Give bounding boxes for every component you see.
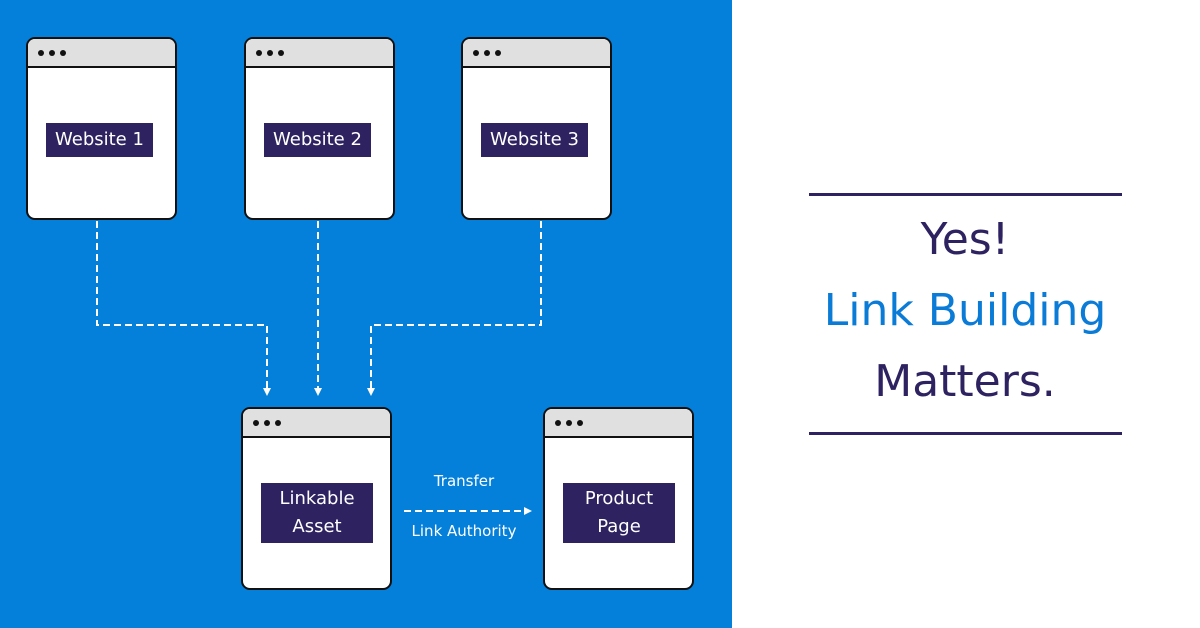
headline-line-2: Link Building <box>823 285 1107 336</box>
window-dot-icon <box>473 49 479 56</box>
headline-bottom-rule <box>809 432 1122 435</box>
window-titlebar <box>246 39 393 68</box>
window-dot-icon <box>484 49 490 56</box>
transfer-label: Transfer <box>433 472 495 490</box>
window-dot-icon <box>253 419 259 426</box>
website-3-label: Website 3 <box>481 123 588 157</box>
website-3-window: Website 3 <box>461 37 612 220</box>
linkable-asset-window: Linkable Asset <box>241 407 392 590</box>
linkable-asset-label: Linkable Asset <box>261 483 373 543</box>
headline-line-3: Matters. <box>874 356 1056 407</box>
link-authority-label: Link Authority <box>411 522 517 540</box>
connector-arrows <box>96 221 542 515</box>
product-page-window: Product Page <box>543 407 694 590</box>
window-dot-icon <box>577 419 583 426</box>
website-2-window: Website 2 <box>244 37 395 220</box>
window-dot-icon <box>555 419 561 426</box>
website-2-label: Website 2 <box>264 123 371 157</box>
window-dot-icon <box>495 49 501 56</box>
window-dot-icon <box>38 49 44 56</box>
window-dot-icon <box>60 49 66 56</box>
headline-line-1: Yes! <box>920 214 1010 265</box>
window-dot-icon <box>267 49 273 56</box>
edge-website1-to-asset <box>96 221 271 396</box>
window-titlebar <box>545 409 692 438</box>
window-dot-icon <box>278 49 284 56</box>
website-1-window: Website 1 <box>26 37 177 220</box>
website-1-label: Website 1 <box>46 123 153 157</box>
edge-website3-to-asset <box>367 221 542 396</box>
headline-top-rule <box>809 193 1122 196</box>
window-dot-icon <box>256 49 262 56</box>
window-titlebar <box>243 409 390 438</box>
window-dot-icon <box>264 419 270 426</box>
window-titlebar <box>463 39 610 68</box>
window-titlebar <box>28 39 175 68</box>
window-dot-icon <box>566 419 572 426</box>
window-dot-icon <box>275 419 281 426</box>
product-page-label: Product Page <box>563 483 675 543</box>
window-dot-icon <box>49 49 55 56</box>
